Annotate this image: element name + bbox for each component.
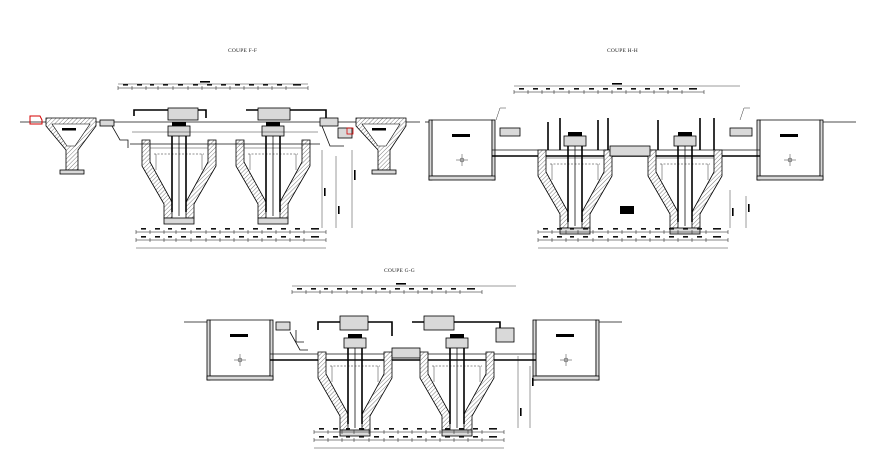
dimension-chain-top bbox=[291, 287, 483, 295]
clarifier-hopper-left bbox=[537, 131, 613, 235]
right-funnel-tank bbox=[355, 117, 407, 175]
clarifier-hopper-left bbox=[317, 333, 393, 437]
section-f-f: COUPE F-F bbox=[20, 48, 420, 249]
tank-left bbox=[206, 319, 274, 381]
dimension-chain-bottom-2 bbox=[313, 435, 505, 443]
section-title-f-f: COUPE F-F bbox=[228, 48, 257, 54]
left-funnel-tank bbox=[45, 117, 97, 175]
section-h-h: COUPE H-H bbox=[425, 48, 856, 249]
dimension-chain-bottom-2 bbox=[135, 235, 327, 243]
clarifier-hopper-right bbox=[647, 131, 723, 235]
tank-left bbox=[428, 119, 496, 181]
section-title-g-g: COUPE G-G bbox=[384, 268, 415, 274]
clarifier-hopper-right bbox=[235, 121, 311, 225]
section-title-h-h: COUPE H-H bbox=[607, 48, 638, 54]
dimension-chain-top bbox=[513, 87, 705, 95]
clarifier-hopper-right bbox=[419, 333, 495, 437]
tank-right bbox=[756, 119, 824, 181]
section-g-g: COUPE G-G bbox=[184, 268, 622, 449]
dimension-chain-bottom-2 bbox=[537, 235, 729, 243]
tank-right bbox=[532, 319, 600, 381]
dimension-chain-bottom-1 bbox=[135, 227, 327, 235]
dimension-chain-top bbox=[117, 83, 309, 91]
clarifier-hopper-left bbox=[141, 121, 217, 225]
